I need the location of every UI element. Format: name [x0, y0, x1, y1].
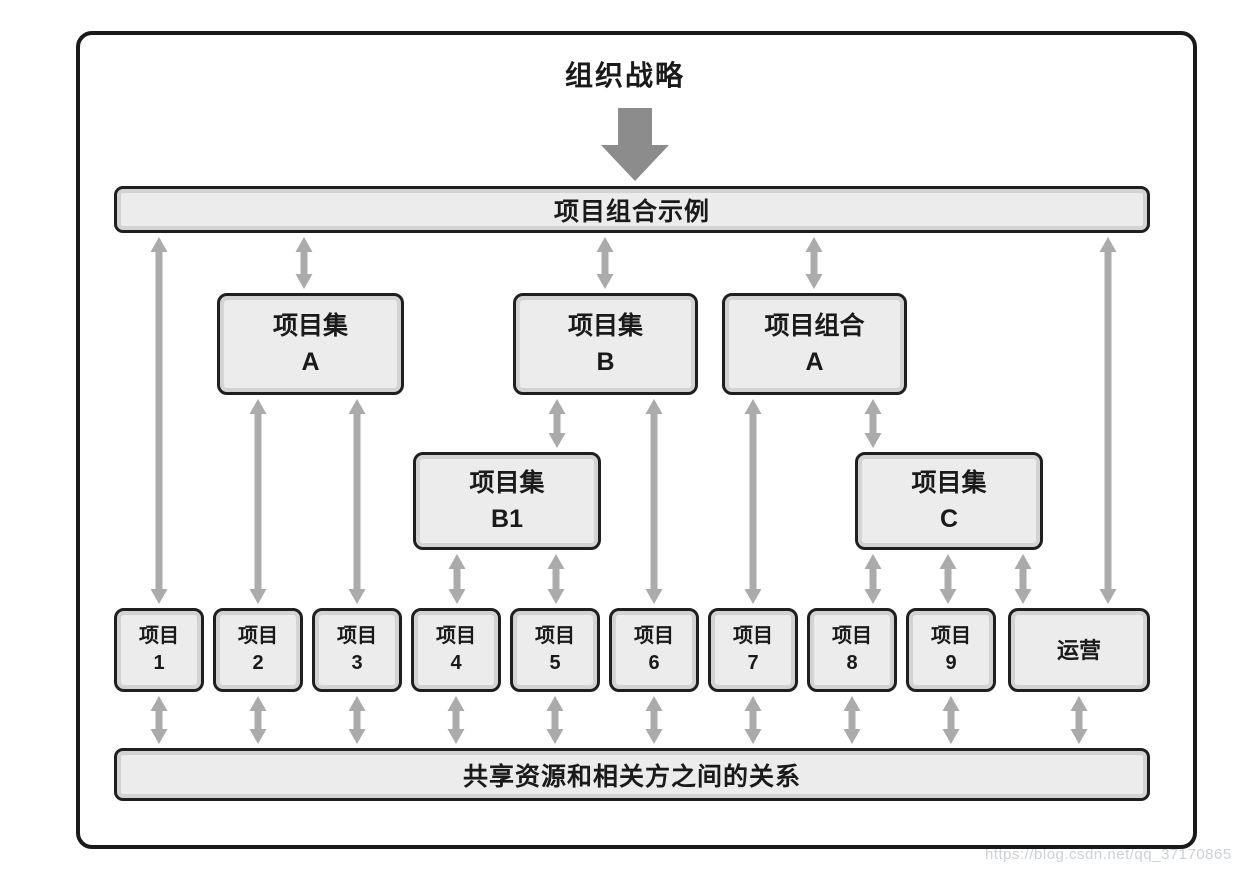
node-label: 项目 — [436, 625, 476, 647]
node-label: 运营 — [1056, 637, 1101, 663]
double-arrow-connector — [295, 237, 313, 289]
node-program-b1: 项目集 B1 — [413, 452, 601, 550]
node-operations: 运营 — [1008, 608, 1150, 692]
double-arrow-connector — [1014, 554, 1032, 604]
portfolio-example-bar-label: 项目组合示例 — [553, 197, 710, 226]
node-sublabel: 1 — [153, 652, 165, 674]
node-sublabel: 5 — [549, 652, 561, 674]
node-label: 项目集 — [911, 469, 987, 497]
double-arrow-connector — [645, 399, 663, 604]
node-project-1: 项目 1 — [114, 608, 204, 692]
double-arrow-connector — [546, 696, 564, 744]
double-arrow-connector — [744, 399, 762, 604]
double-arrow-connector — [939, 554, 957, 604]
watermark-url: https://blog.csdn.net/qq_37170865 — [985, 846, 1232, 863]
node-project-4: 项目 4 — [411, 608, 501, 692]
node-program-b: 项目集 B — [513, 293, 698, 395]
node-portfolio-a: 项目组合 A — [722, 293, 907, 395]
node-sublabel: 8 — [846, 652, 858, 674]
diagram-frame — [76, 31, 1197, 849]
node-label: 项目 — [733, 625, 773, 647]
node-label: 项目组合 — [764, 312, 865, 340]
double-arrow-connector — [596, 237, 614, 289]
node-sublabel: A — [805, 348, 824, 376]
node-label: 项目集 — [272, 312, 348, 340]
node-label: 项目 — [634, 625, 674, 647]
node-project-6: 项目 6 — [609, 608, 699, 692]
double-arrow-connector — [447, 696, 465, 744]
node-program-a: 项目集 A — [217, 293, 404, 395]
double-arrow-connector — [843, 696, 861, 744]
double-arrow-connector — [805, 237, 823, 289]
node-sublabel: 6 — [648, 652, 660, 674]
shared-resources-bar: 共享资源和相关方之间的关系 — [114, 748, 1150, 801]
node-sublabel: 9 — [945, 652, 957, 674]
node-label: 项目集 — [567, 312, 643, 340]
node-sublabel: 7 — [747, 652, 759, 674]
double-arrow-connector — [448, 554, 466, 604]
node-sublabel: 4 — [450, 652, 462, 674]
node-project-3: 项目 3 — [312, 608, 402, 692]
strategy-down-arrow-icon — [601, 108, 669, 181]
node-project-7: 项目 7 — [708, 608, 798, 692]
double-arrow-connector — [645, 696, 663, 744]
double-arrow-connector — [150, 237, 168, 604]
node-label: 项目 — [832, 625, 872, 647]
organizational-strategy-title: 组织战略 — [564, 60, 685, 91]
double-arrow-connector — [249, 696, 267, 744]
double-arrow-connector — [348, 696, 366, 744]
double-arrow-connector — [744, 696, 762, 744]
node-sublabel: C — [939, 505, 959, 533]
node-label: 项目 — [535, 625, 575, 647]
double-arrow-connector — [150, 696, 168, 744]
node-label: 项目 — [238, 625, 278, 647]
double-arrow-connector — [547, 554, 565, 604]
node-project-2: 项目 2 — [213, 608, 303, 692]
node-label: 项目 — [931, 625, 971, 647]
double-arrow-connector — [1099, 237, 1117, 604]
node-label: 项目 — [337, 625, 377, 647]
node-sublabel: 2 — [252, 652, 264, 674]
node-sublabel: A — [301, 348, 320, 376]
double-arrow-connector — [942, 696, 960, 744]
node-label: 项目 — [139, 625, 179, 647]
double-arrow-connector — [1070, 696, 1088, 744]
node-label: 项目集 — [469, 469, 545, 497]
double-arrow-connector — [864, 399, 882, 448]
node-project-9: 项目 9 — [906, 608, 996, 692]
node-program-c: 项目集 C — [855, 452, 1043, 550]
double-arrow-connector — [348, 399, 366, 604]
node-sublabel: 3 — [351, 652, 363, 674]
shared-resources-bar-label: 共享资源和相关方之间的关系 — [462, 762, 801, 791]
double-arrow-connector — [249, 399, 267, 604]
double-arrow-connector — [864, 554, 882, 604]
portfolio-example-bar: 项目组合示例 — [114, 186, 1150, 233]
node-project-5: 项目 5 — [510, 608, 600, 692]
node-sublabel: B1 — [491, 505, 523, 533]
node-sublabel: B — [596, 348, 615, 376]
node-project-8: 项目 8 — [807, 608, 897, 692]
double-arrow-connector — [548, 399, 566, 448]
